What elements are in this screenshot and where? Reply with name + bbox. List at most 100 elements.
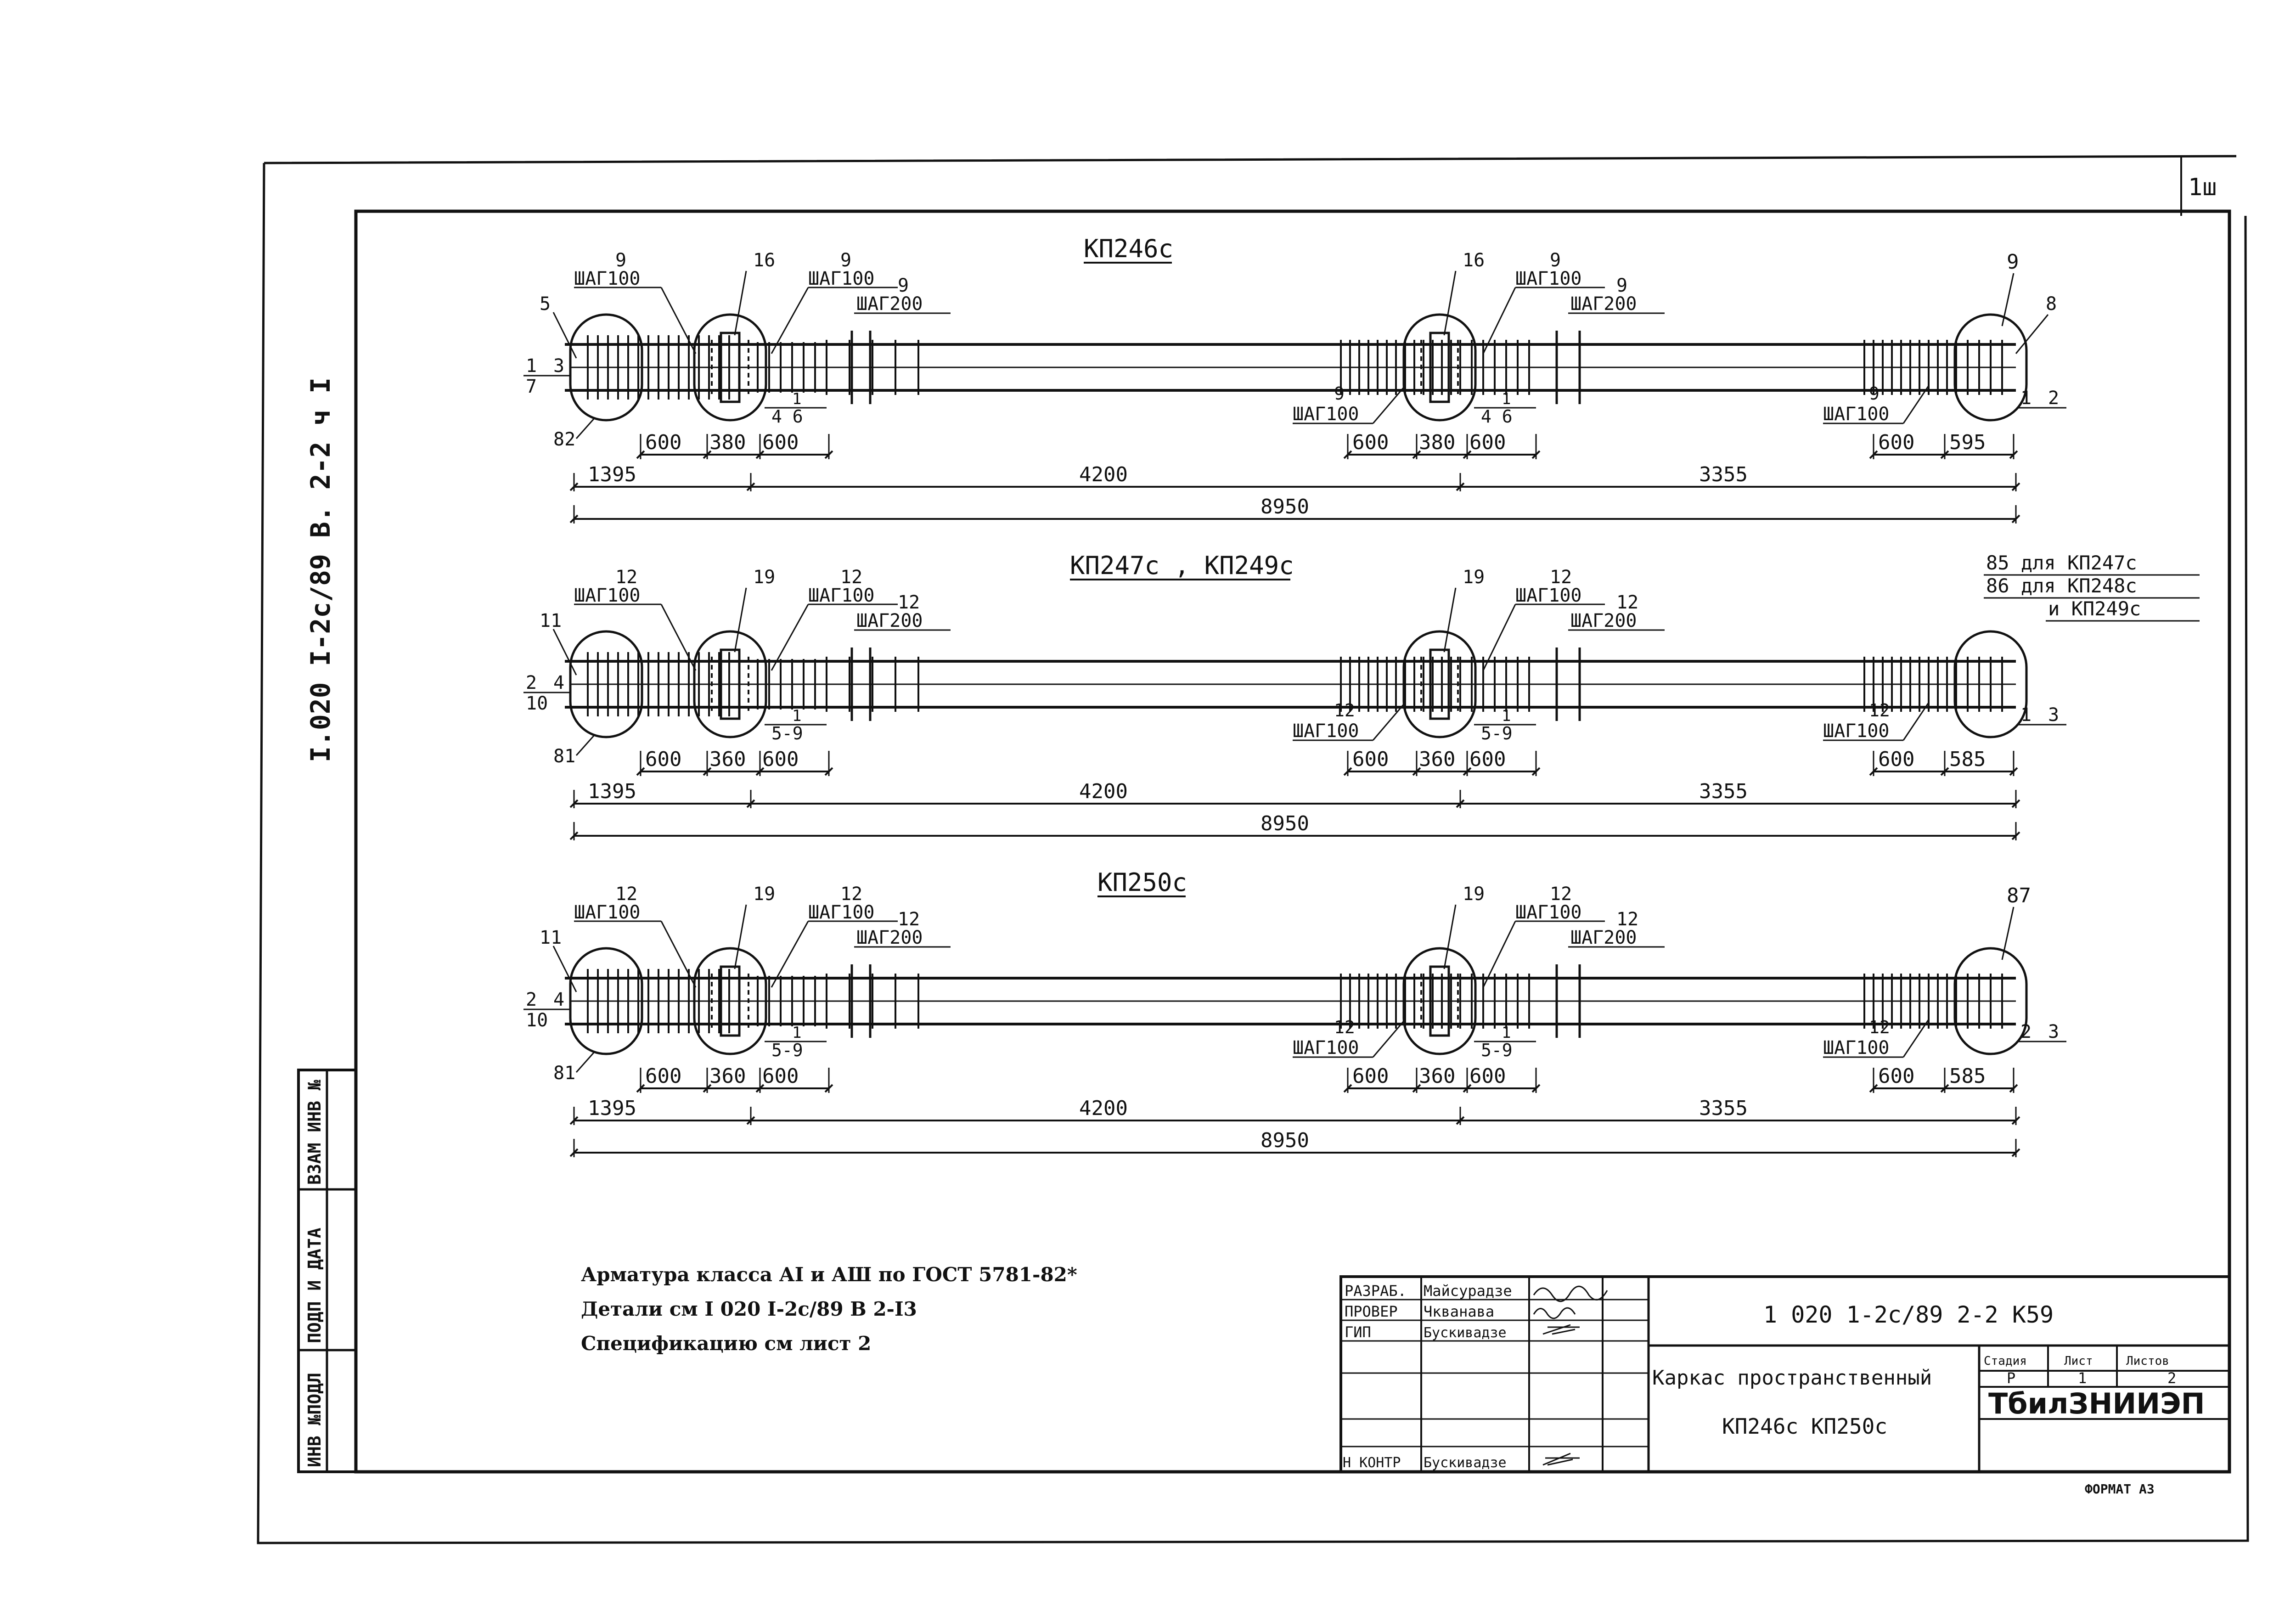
dim-a2: 360 <box>709 748 746 771</box>
dim-d2: 4200 <box>1079 463 1128 486</box>
dim-total: 8950 <box>1261 1129 1309 1152</box>
dimension-tick <box>1412 450 1421 459</box>
step-label-mid2-100: ШАГ100 <box>1515 268 1582 289</box>
dimension-tick <box>569 482 579 491</box>
dimension-tick <box>755 450 765 459</box>
dimension-tick <box>2009 767 2018 776</box>
variant-note-line-2: 86 для КП248с <box>1986 574 2137 597</box>
dim-c2: 585 <box>1949 1064 1986 1088</box>
step-label-mid2-100b: ШАГ100 <box>1293 1037 1359 1059</box>
leader-line <box>1443 904 1457 969</box>
dimension-tick <box>1456 799 1465 808</box>
dim-d1: 1395 <box>588 1097 636 1120</box>
step-label-mid1-200: ШАГ200 <box>856 293 923 315</box>
dim-c2: 585 <box>1949 748 1986 771</box>
dimension-tick <box>1412 1084 1421 1093</box>
detail-oval-mid-1 <box>693 947 767 1055</box>
dimension-tick <box>2011 514 2020 524</box>
object-name-line-2: КП246с КП250с <box>1722 1414 1887 1439</box>
dimension-tick <box>1531 450 1541 459</box>
leader-line <box>734 270 747 336</box>
name-norm-control: Бускивадзе <box>1424 1455 1507 1471</box>
connection-plate <box>1429 332 1450 403</box>
dimension-tick <box>2011 1148 2020 1157</box>
step-label-mid2-100b: ШАГ100 <box>1293 721 1359 742</box>
signature-scribble-1 <box>1533 1285 1608 1302</box>
leader-line <box>1372 1019 1406 1058</box>
mark-mid2-plate: 16 <box>1463 250 1485 271</box>
step-label-right-100: ШАГ100 <box>1823 404 1890 425</box>
mark-right-9: 12 <box>1869 700 1890 721</box>
detail-oval-left <box>569 313 643 422</box>
leader-line <box>552 946 577 992</box>
outer-frame <box>257 155 2249 1544</box>
leader-line <box>575 1051 596 1073</box>
sheet-label: Лист <box>2064 1354 2093 1368</box>
dimension-tick <box>1343 1084 1352 1093</box>
mark-mid1-detail: 5-9 <box>771 1040 803 1060</box>
mark-right-9: 9 <box>1869 383 1880 404</box>
detail-oval-right <box>1953 947 2028 1055</box>
leader-line <box>1443 270 1457 336</box>
mark-mid2-9b: 12 <box>1616 592 1638 613</box>
dim-d3: 3355 <box>1699 780 1748 803</box>
connection-plate <box>1429 648 1450 720</box>
dimension-tick <box>1940 1084 1949 1093</box>
mark-mid2-detail: 5-9 <box>1481 1040 1513 1060</box>
mark-mid2-9a: 12 <box>1550 567 1572 588</box>
detail-oval-mid-2 <box>1402 947 1477 1055</box>
mark-mid1-9a: 12 <box>840 567 862 588</box>
mark-mid1-detail: 5-9 <box>771 723 803 743</box>
sheet-value: 1 <box>2078 1369 2087 1387</box>
step-label-mid1-100: ШАГ100 <box>808 268 875 289</box>
dimension-tick <box>1940 450 1949 459</box>
dimension-tick <box>569 1148 579 1157</box>
mark-left-top: 12 <box>615 567 637 588</box>
mark-mid2-9b: 12 <box>1616 909 1638 930</box>
signature-scribble-4 <box>1542 1453 1580 1466</box>
dimension-tick <box>636 1084 645 1093</box>
stamp-cell-replacement: ВЗАМ ИНВ № <box>304 1080 325 1185</box>
note-line-1: Арматура класса АI и АШ по ГОСТ 5781-82* <box>581 1263 1077 1286</box>
mark-mid1-9b: 12 <box>898 909 920 930</box>
dimension-tick <box>755 1084 765 1093</box>
detail-oval-right <box>1953 630 2028 738</box>
dim-a1: 600 <box>645 1064 681 1088</box>
dimension-tick <box>1869 1084 1878 1093</box>
mark-left-1: 1 <box>526 355 537 377</box>
mark-mid1-9a: 9 <box>840 250 851 271</box>
mark-left-5: 11 <box>540 927 562 948</box>
leader-line <box>1902 385 1930 424</box>
general-notes: Арматура класса АI и АШ по ГОСТ 5781-82*… <box>581 1263 1077 1355</box>
leader-line <box>1372 385 1406 424</box>
role-norm-control: Н КОНТР <box>1343 1455 1401 1471</box>
mark-left-7: 7 <box>526 376 537 397</box>
mark-mid1-1: 1 <box>792 707 801 725</box>
connection-plate <box>1429 965 1450 1037</box>
dimension-tick <box>703 767 712 776</box>
dimension-tick <box>569 799 579 808</box>
dim-a3: 600 <box>762 748 799 771</box>
signature-scribble-3 <box>1542 1324 1580 1335</box>
mark-mid2-9a: 12 <box>1550 884 1572 905</box>
dim-c1: 600 <box>1878 431 1914 454</box>
dim-d2: 4200 <box>1079 780 1128 803</box>
dim-b1: 600 <box>1352 1064 1389 1088</box>
dim-a3: 600 <box>762 431 799 454</box>
variant-note-line-1: 85 для КП247с <box>1986 552 2137 574</box>
dim-a2: 360 <box>709 1064 746 1088</box>
leader-line <box>1482 921 1516 988</box>
dimension-tick <box>1343 767 1352 776</box>
mark-left-82: 81 <box>553 746 575 767</box>
mark-left-5: 11 <box>540 610 562 631</box>
mark-mid2-1: 1 <box>1502 707 1511 725</box>
note-line-3: Спецификацию см лист 2 <box>581 1332 871 1355</box>
mark-mid1-plate: 19 <box>753 567 775 588</box>
dim-a1: 600 <box>645 748 681 771</box>
leader-line <box>734 904 747 969</box>
leader-line <box>2001 273 2015 327</box>
object-name-line-1: Каркас пространственный <box>1652 1366 1932 1390</box>
dim-b3: 600 <box>1469 431 1506 454</box>
dim-d3: 3355 <box>1699 463 1748 486</box>
dim-d3: 3355 <box>1699 1097 1748 1120</box>
